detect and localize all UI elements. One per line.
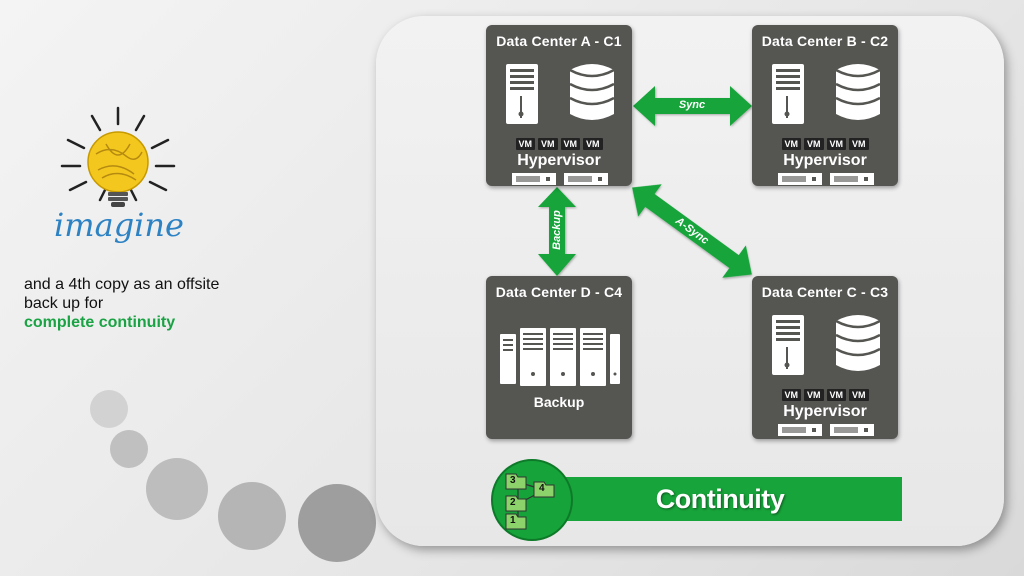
- decor-circle: [146, 458, 208, 520]
- folder-number: 2: [510, 497, 516, 508]
- hypervisor-label: Hypervisor: [783, 403, 867, 420]
- hardware-icon: [512, 172, 608, 185]
- folder-number: 3: [510, 475, 516, 486]
- data-center-title: Data Center B - C2: [761, 33, 889, 49]
- vm-badge: VM: [781, 389, 801, 401]
- folder-number: 1: [510, 515, 516, 526]
- sync-arrow: [633, 86, 752, 126]
- hypervisor-label: Hypervisor: [517, 152, 601, 169]
- server-icon: [768, 62, 808, 131]
- sync-label: Sync: [678, 99, 706, 111]
- data-center-d: Data Center D - C4 Backup: [486, 276, 632, 439]
- decor-circle: [90, 390, 128, 428]
- data-center-title: Data Center A - C1: [496, 33, 622, 49]
- server-icon: [768, 313, 808, 382]
- vm-badge: VM: [826, 389, 846, 401]
- hardware-icon: [778, 423, 874, 436]
- vm-badge: VM: [538, 138, 558, 150]
- server-icon: [502, 62, 542, 131]
- hardware-icon: [778, 172, 874, 185]
- lightbulb-icon: [56, 104, 180, 214]
- data-center-title: Data Center C - C3: [761, 284, 889, 300]
- backup-arrow: [538, 187, 576, 276]
- vm-badge: VM: [583, 138, 603, 150]
- vm-badge: VM: [560, 138, 580, 150]
- decor-circle: [218, 482, 286, 550]
- vm-badge: VM: [781, 138, 801, 150]
- decor-circle: [298, 484, 376, 562]
- vm-badge: VM: [515, 138, 535, 150]
- vm-badge: VM: [849, 138, 869, 150]
- message-highlight: complete continuity: [24, 314, 176, 331]
- vm-badge: VM: [804, 389, 824, 401]
- data-center-title: Data Center D - C4: [495, 284, 623, 300]
- database-icon: [834, 313, 882, 378]
- folder-number: 4: [539, 483, 545, 494]
- continuity-bar: Continuity: [538, 477, 902, 521]
- vm-badge: VM: [849, 389, 869, 401]
- continuity-label: Continuity: [655, 484, 785, 514]
- vm-badge: VM: [826, 138, 846, 150]
- message-text: and a 4th copy as an offsite back up for…: [24, 275, 224, 332]
- message-line: and a 4th copy as an offsite back up for: [24, 276, 220, 312]
- backup-link-label: Backup: [551, 210, 563, 250]
- backup-label: Backup: [533, 394, 585, 410]
- async-arrow: [632, 184, 752, 278]
- imagine-logo: imagine: [54, 206, 184, 244]
- database-icon: [568, 62, 616, 127]
- database-icon: [834, 62, 882, 127]
- hypervisor-label: Hypervisor: [783, 152, 867, 169]
- decor-circle: [110, 430, 148, 468]
- folders-icon: 3 4 2 1: [490, 458, 574, 542]
- server-rack-icon: [498, 326, 622, 393]
- vm-badge: VM: [804, 138, 824, 150]
